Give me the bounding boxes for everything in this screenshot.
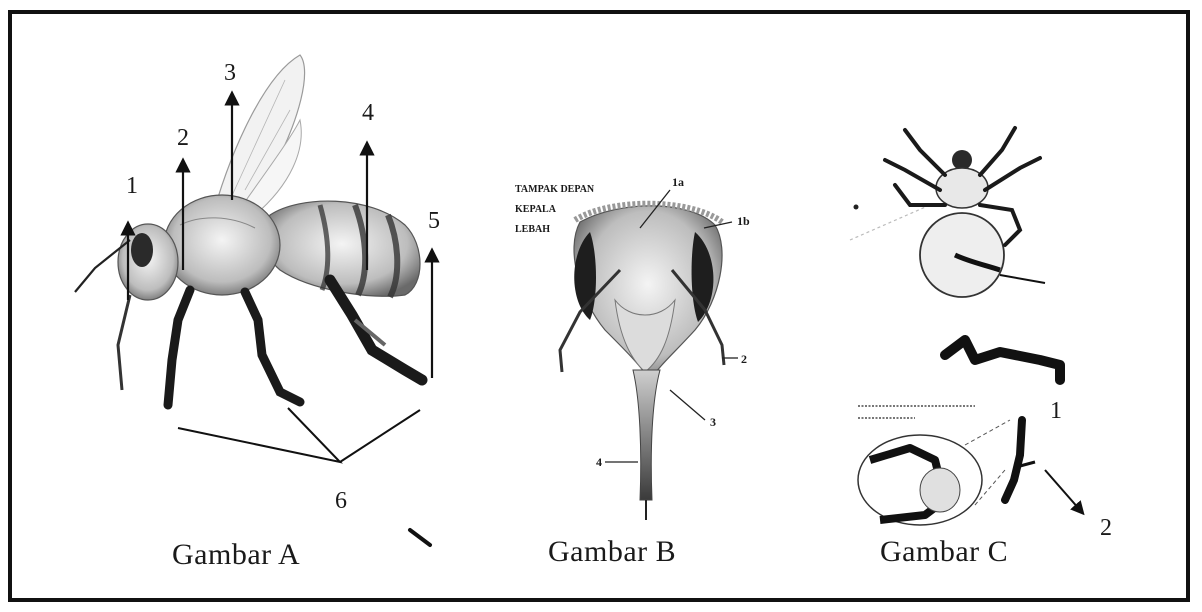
- label-b-1b: 1b: [737, 214, 750, 228]
- bee-leg-middle: [245, 292, 300, 402]
- label-a-6: 6: [335, 488, 347, 514]
- header-line-3: LEBAH: [515, 224, 550, 235]
- leg-segment: [1005, 420, 1022, 500]
- bee-side-view: 1 2 3 4 5 6: [75, 55, 440, 514]
- insect-head: [952, 150, 972, 170]
- header-line-1: TAMPAK DEPAN: [515, 184, 595, 195]
- stray-mark: [410, 530, 430, 545]
- insect-and-leg-view: 1 2: [850, 128, 1112, 541]
- detached-leg: [945, 340, 1060, 380]
- pointer-b-3: [670, 390, 705, 420]
- bee-thorax: [164, 195, 280, 295]
- pointer-c-2: [1045, 470, 1080, 510]
- label-a-1: 1: [126, 173, 138, 199]
- label-b-2: 2: [741, 352, 747, 366]
- label-b-3: 3: [710, 415, 716, 429]
- proboscis: [633, 370, 660, 500]
- label-a-4: 4: [362, 100, 374, 126]
- bee-leg-front: [168, 290, 190, 405]
- label-a-3: 3: [224, 60, 236, 86]
- caption-gambar-a: Gambar A: [172, 538, 300, 572]
- label-a-5: 5: [428, 208, 440, 234]
- pointer-6-lines: [178, 408, 420, 462]
- header-line-2: KEPALA: [515, 204, 557, 215]
- label-c-1: 1: [1050, 398, 1062, 424]
- bee-head-front-view: TAMPAK DEPAN KEPALA LEBAH 1a 1b 2 3 4: [515, 175, 750, 520]
- label-c-2: 2: [1100, 515, 1112, 541]
- insect-abdomen: [920, 213, 1004, 297]
- label-b-4: 4: [596, 455, 602, 469]
- caption-gambar-b: Gambar B: [548, 535, 676, 569]
- label-b-1a: 1a: [672, 175, 684, 189]
- label-a-2: 2: [177, 125, 189, 151]
- caption-gambar-c: Gambar C: [880, 535, 1008, 569]
